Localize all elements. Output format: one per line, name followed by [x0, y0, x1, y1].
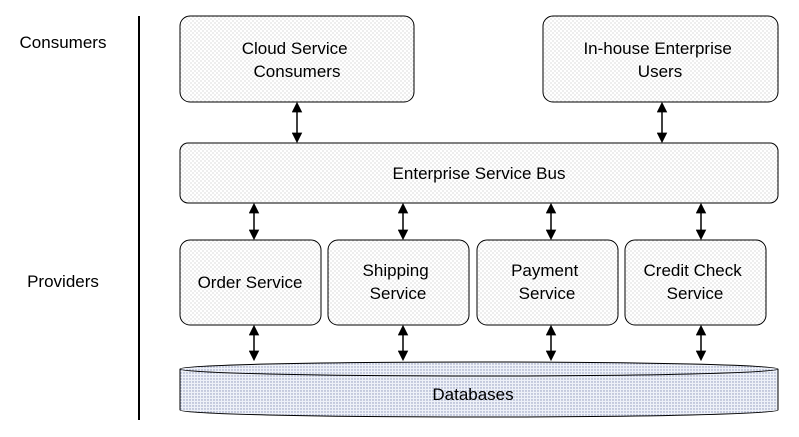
- svg-text:Shipping Service: Shipping Service: [363, 261, 434, 303]
- order-service-label: Order Service: [198, 273, 303, 292]
- svg-text:Order Service: Order Service: [198, 273, 303, 292]
- svg-text:Cloud Service Consumers: Cloud Service Consumers: [242, 39, 353, 81]
- bus-label: Enterprise Service Bus: [393, 164, 566, 183]
- cloud-consumers-line-1: Cloud Service: [242, 39, 348, 58]
- svg-text:Credit Check Service: Credit Check Service: [644, 261, 747, 303]
- inhouse-users-line-1: In-house Enterprise: [583, 39, 731, 58]
- svg-text:Payment Service: Payment Service: [511, 261, 583, 303]
- inhouse-users-box: In-house Enterprise Users: [542, 15, 779, 103]
- payment-service-box: Payment Service: [476, 239, 619, 326]
- inhouse-users-line-2: Users: [638, 62, 682, 81]
- cloud-consumers-line-2: Consumers: [254, 62, 341, 81]
- providers-layer-label: Providers: [27, 272, 99, 291]
- credit-check-service-line-1: Credit Check: [644, 261, 743, 280]
- cloud-consumers-box: Cloud Service Consumers: [179, 15, 415, 103]
- shipping-service-line-1: Shipping: [363, 261, 429, 280]
- shipping-service-line-2: Service: [370, 284, 427, 303]
- order-service-box: Order Service: [179, 239, 322, 326]
- credit-check-service-line-2: Service: [667, 284, 724, 303]
- credit-check-service-box: Credit Check Service: [624, 239, 767, 326]
- databases-cylinder: Databases: [179, 361, 779, 418]
- payment-service-line-2: Service: [519, 284, 576, 303]
- shipping-service-box: Shipping Service: [327, 239, 470, 326]
- databases-label: Databases: [432, 385, 513, 404]
- enterprise-service-bus: Enterprise Service Bus: [179, 142, 779, 204]
- consumers-layer-label: Consumers: [20, 33, 107, 52]
- svg-text:In-house Enterprise User: In-house Enterprise Users: [583, 39, 736, 81]
- payment-service-line-1: Payment: [511, 261, 578, 280]
